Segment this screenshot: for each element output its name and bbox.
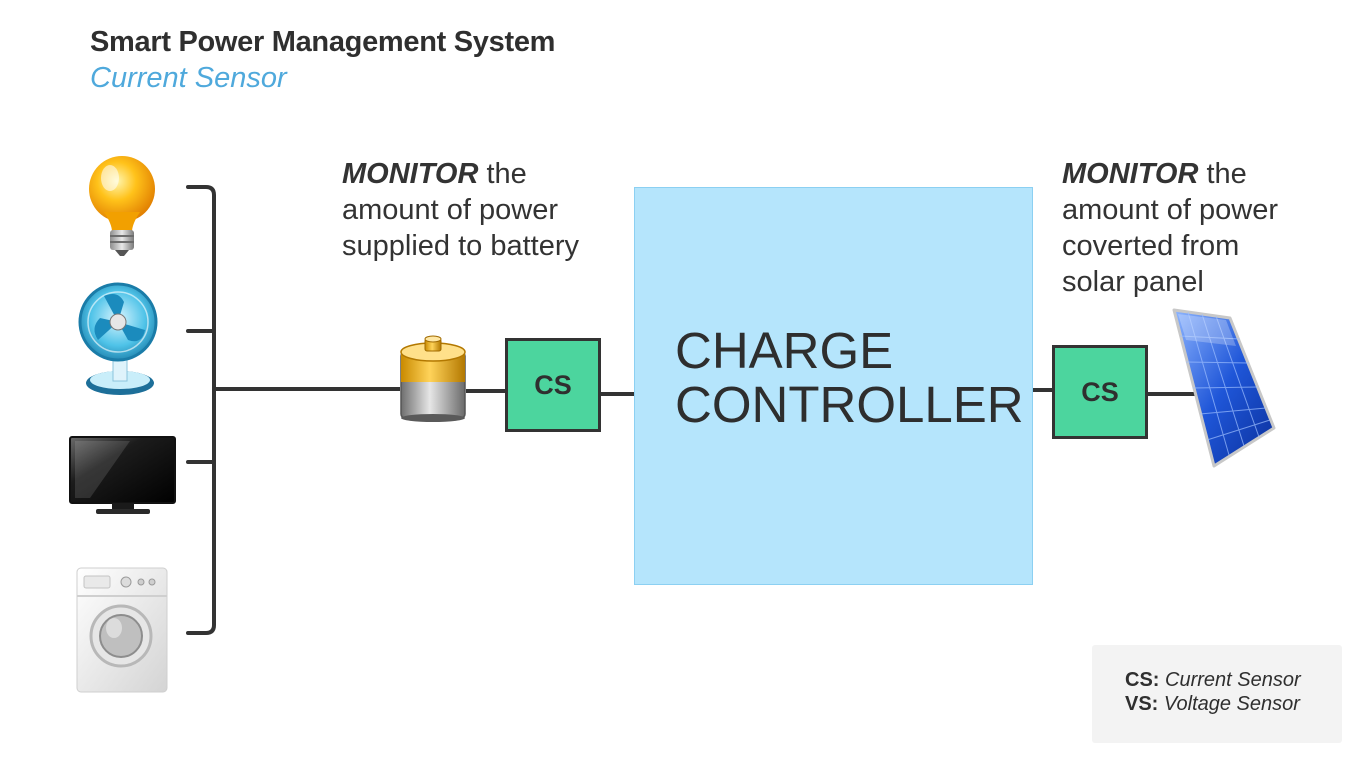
annotation-emphasis: MONITOR xyxy=(1062,158,1199,190)
legend-key: CS: xyxy=(1125,669,1160,691)
light-bulb-icon xyxy=(89,156,155,256)
page-title: Smart Power Management System xyxy=(90,26,556,58)
legend-value: Voltage Sensor xyxy=(1158,693,1300,715)
controller-label-line: CONTROLLER xyxy=(675,376,1024,433)
television-icon xyxy=(69,436,176,514)
page-subtitle: Current Sensor xyxy=(90,62,287,94)
annotation-text: amount of power xyxy=(1062,194,1279,226)
fan-icon xyxy=(78,282,158,395)
annotation-text: amount of power xyxy=(342,194,559,226)
solar-monitor-annotation: MONITOR the amount of power coverted fro… xyxy=(1062,156,1278,300)
washing-machine-icon xyxy=(76,567,168,693)
charge-controller-block: CHARGE CONTROLLER xyxy=(634,187,1033,585)
battery-current-sensor: CS xyxy=(505,338,601,432)
legend-key: VS: xyxy=(1125,693,1159,715)
battery-monitor-annotation: MONITOR the amount of power supplied to … xyxy=(342,156,579,264)
legend-item-vs: VS: Voltage Sensor xyxy=(1125,693,1300,716)
legend-box: CS: Current Sensor VS: Voltage Sensor xyxy=(1092,645,1342,743)
main-power-wire xyxy=(214,387,1196,396)
legend-item-cs: CS: Current Sensor xyxy=(1125,669,1301,692)
solar-panel-icon xyxy=(1172,308,1276,468)
appliance-bus-wire xyxy=(186,185,216,635)
annotation-emphasis: MONITOR xyxy=(342,158,479,190)
annotation-text: the xyxy=(1198,158,1247,190)
legend-value: Current Sensor xyxy=(1159,669,1301,691)
battery-icon xyxy=(400,335,466,422)
solar-current-sensor: CS xyxy=(1052,345,1148,439)
annotation-text: coverted from xyxy=(1062,230,1240,262)
controller-label-line: CHARGE xyxy=(675,322,894,379)
annotation-text: the xyxy=(478,158,527,190)
annotation-text: solar panel xyxy=(1062,266,1204,298)
annotation-text: supplied to battery xyxy=(342,230,579,262)
charge-controller-label: CHARGE CONTROLLER xyxy=(675,324,1024,432)
